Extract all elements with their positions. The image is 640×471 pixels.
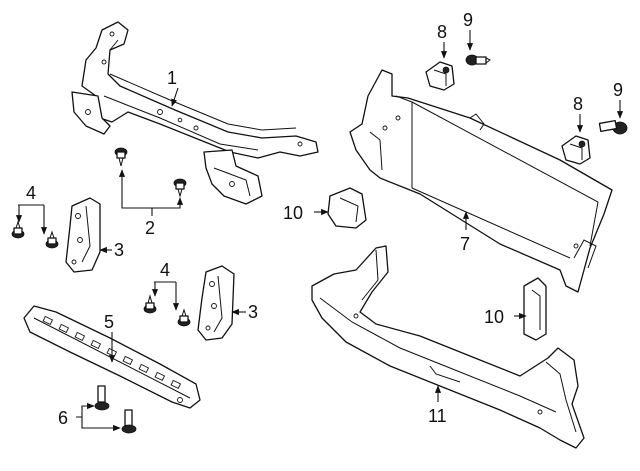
callout-8-lower: 8 [573,94,583,114]
callout-10-right: 10 [484,307,504,327]
bolt-2-upper [114,147,128,167]
bolt-9-lower [598,120,628,135]
upper-tie-bar-part [71,21,319,205]
bolt-2-lower [173,178,187,198]
air-guide-10-right [523,277,547,341]
side-bracket-3-right [197,265,235,341]
clip-8-upper [425,61,455,91]
callout-4-left: 4 [26,183,36,203]
callout-7: 7 [460,234,470,254]
bolt-4-left-b [45,230,59,249]
air-deflector-7 [349,69,613,293]
callout-6: 6 [58,408,68,428]
callout-2: 2 [145,218,155,238]
bolt-4-left-a [11,220,25,239]
callout-4-mid: 4 [160,260,170,280]
bolt-4-mid-b [177,308,191,327]
bolt-4-mid-a [143,294,157,314]
callout-8-upper: 8 [437,22,447,42]
callout-9-lower: 9 [613,80,623,100]
callout-5: 5 [104,312,114,332]
callout-3-right: 3 [248,302,258,322]
bolt-9-upper [465,54,491,66]
clip-8-lower [561,135,591,165]
air-guide-10-left [327,187,367,229]
callout-11: 11 [428,406,447,426]
callout-9-upper: 9 [463,10,473,30]
side-bracket-3-left [65,197,101,273]
callout-3-left: 3 [114,240,124,260]
bolt-6-lower [121,409,137,434]
callout-10-left: 10 [283,203,303,223]
bolt-6-upper [94,385,110,411]
callout-1: 1 [167,68,177,88]
lower-deflector-11 [311,245,585,449]
